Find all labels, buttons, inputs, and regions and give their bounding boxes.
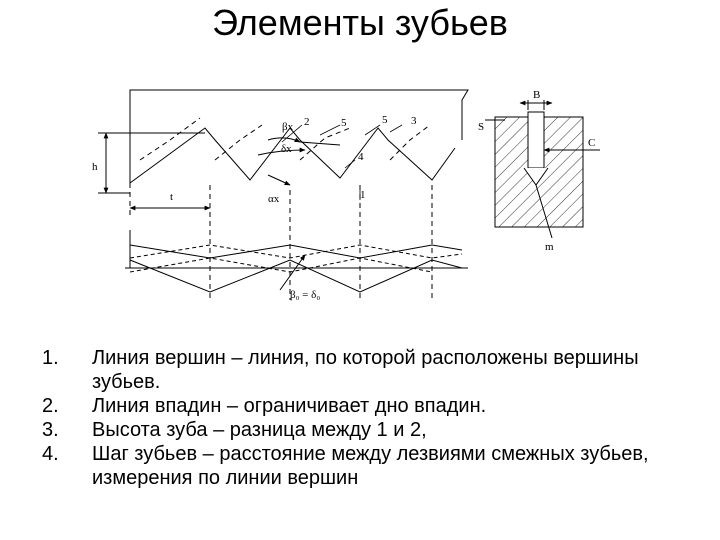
list-item: 2. Линия впадин – ограничивает дно впади… [42, 394, 702, 418]
tooth-cross-section [485, 100, 600, 239]
list-text: Высота зуба – разница между 1 и 2, [92, 419, 427, 441]
list-text: Линия вершин – линия, по которой располо… [92, 347, 639, 393]
label-t: t [170, 191, 173, 203]
angle-arcs [257, 137, 341, 186]
label-B: B [533, 89, 540, 101]
label-5b: 5 [382, 114, 388, 126]
list-number: 2. [42, 395, 59, 417]
label-4: 4 [358, 151, 364, 163]
label-2: 2 [304, 116, 310, 128]
list-number: 3. [42, 419, 59, 441]
list-item: 4. Шаг зубьев – расстояние между лезвиям… [42, 442, 702, 490]
saw-teeth-diagram: βx 2 5 5 3 δx 4 h t αx 1 B S C m β₀ = δ₀ [92, 89, 600, 301]
label-beta-x: βx [282, 121, 294, 133]
list-item: 1. Линия вершин – линия, по которой расп… [42, 346, 702, 394]
label-alpha-x: αx [268, 193, 280, 205]
list-text: Шаг зубьев – расстояние между лезвиями с… [92, 443, 649, 489]
saw-blade [129, 89, 469, 184]
label-beta-eq: β₀ = δ₀ [290, 289, 320, 301]
page-title: Элементы зубьев [212, 2, 508, 43]
label-C: C [588, 137, 595, 149]
label-m: m [545, 241, 554, 253]
list-number: 1. [42, 347, 59, 369]
list-text: Линия впадин – ограничивает дно впадин. [92, 395, 487, 417]
definition-list: 1. Линия вершин – линия, по которой расп… [42, 346, 702, 490]
label-S: S [478, 121, 484, 133]
label-delta-x: δx [281, 143, 292, 155]
set-teeth-view [125, 230, 468, 293]
label-3: 3 [411, 115, 417, 127]
list-number: 4. [42, 443, 59, 465]
h-dimension [98, 132, 205, 194]
label-h: h [92, 161, 98, 173]
leader-lines [281, 124, 403, 200]
label-1: 1 [360, 189, 366, 201]
label-5a: 5 [341, 117, 347, 129]
list-item: 3. Высота зуба – разница между 1 и 2, [42, 418, 702, 442]
